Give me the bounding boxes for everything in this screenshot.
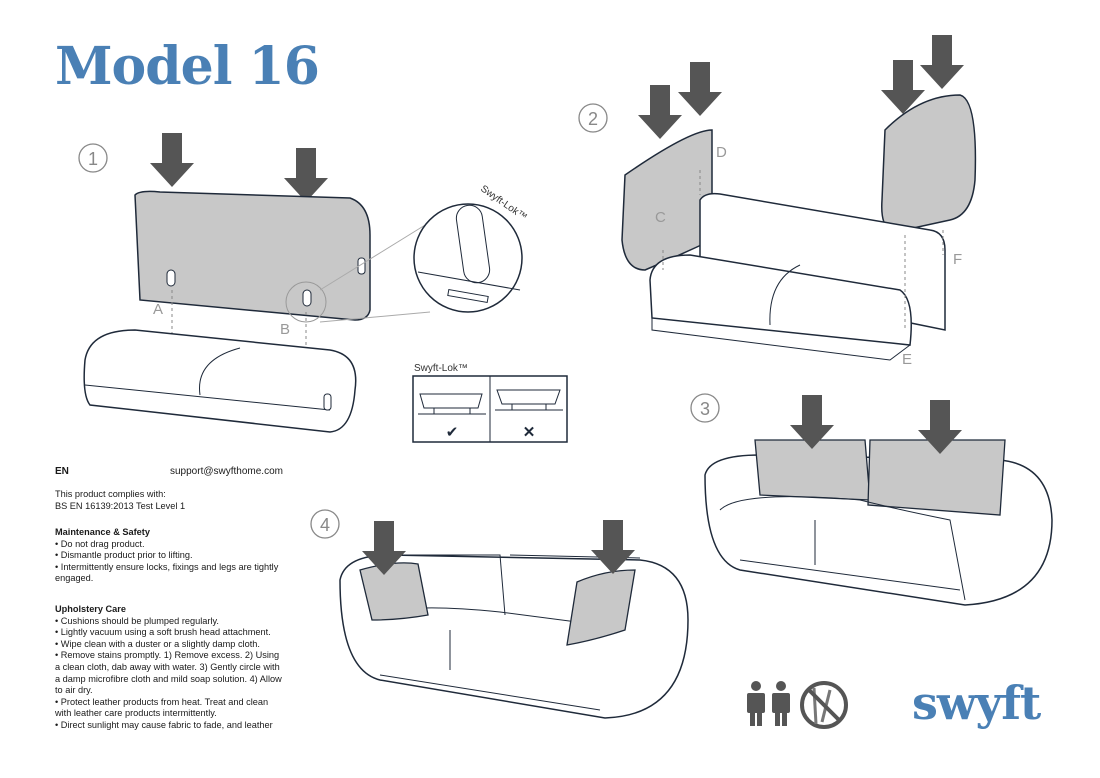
step-3: 3 <box>690 393 1053 606</box>
step-1: 1 A B Swyft-Lok™ Swyft-Lok™ ✔ ✕ <box>78 133 568 443</box>
page-title: Model 16 <box>55 36 320 97</box>
maintenance-heading: Maintenance & Safety <box>55 527 150 537</box>
back-cushion <box>867 439 1006 516</box>
upholstery-item: • Protect leather products from heat. Tr… <box>55 696 269 719</box>
step-number: 4 <box>320 515 330 535</box>
swyft-lok-box-title: Swyft-Lok™ <box>414 363 468 374</box>
maintenance-section: Maintenance & Safety • Do not drag produ… <box>55 527 285 585</box>
lock-slot <box>166 269 176 287</box>
compliance-line: This product complies with: <box>55 489 166 499</box>
seat-base <box>83 329 357 433</box>
scatter-cushion <box>566 569 636 646</box>
arrow-down-icon <box>638 85 682 139</box>
step-number: 3 <box>700 399 710 419</box>
step-number: 1 <box>88 149 98 169</box>
label-f: F <box>953 251 962 268</box>
two-person-icon <box>747 681 790 726</box>
step-2: 2 C D E F <box>578 35 977 368</box>
arrow-down-icon <box>284 148 328 202</box>
cross-icon: ✕ <box>523 424 536 441</box>
swyft-logo: swyft <box>912 676 1041 730</box>
left-armrest-panel <box>621 129 713 271</box>
sofa-base <box>649 254 912 346</box>
step-4: 4 <box>310 509 689 719</box>
right-armrest-panel <box>881 94 977 233</box>
compliance-text: This product complies with: BS EN 16139:… <box>55 489 285 512</box>
arrow-down-icon <box>150 133 194 187</box>
backrest-panel <box>134 190 371 321</box>
back-cushion <box>754 439 871 501</box>
label-e: E <box>902 351 912 368</box>
label-c: C <box>655 209 666 226</box>
step-number: 2 <box>588 109 598 129</box>
arrow-down-icon <box>920 35 964 89</box>
upholstery-item: • Direct sunlight may cause fabric to fa… <box>55 719 273 730</box>
upholstery-item: • Lightly vacuum using a soft brush head… <box>55 627 271 638</box>
upholstery-item: • Wipe clean with a duster or a slightly… <box>55 638 260 649</box>
compliance-line: BS EN 16139:2013 Test Level 1 <box>55 500 186 511</box>
scatter-cushion <box>359 562 429 621</box>
upholstery-section: Upholstery Care • Cushions should be plu… <box>55 604 285 732</box>
upholstery-item: • Remove stains promptly. 1) Remove exce… <box>55 650 282 696</box>
upholstery-heading: Upholstery Care <box>55 604 126 614</box>
lock-slot <box>302 289 312 307</box>
maintenance-item: • Intermittently ensure locks, fixings a… <box>55 561 279 584</box>
upholstery-item: • Cushions should be plumped regularly. <box>55 615 219 626</box>
maintenance-item: • Do not drag product. <box>55 538 145 549</box>
step-1-circle <box>78 143 108 173</box>
label-b: B <box>280 321 290 338</box>
label-a: A <box>153 301 163 318</box>
arrow-down-icon <box>678 62 722 116</box>
no-tools-icon <box>800 681 848 729</box>
maintenance-item: • Dismantle product prior to lifting. <box>55 550 193 561</box>
language-code: EN <box>55 466 69 477</box>
check-icon: ✔ <box>446 424 459 441</box>
label-d: D <box>716 144 727 161</box>
support-email: support@swyfthome.com <box>170 466 283 477</box>
